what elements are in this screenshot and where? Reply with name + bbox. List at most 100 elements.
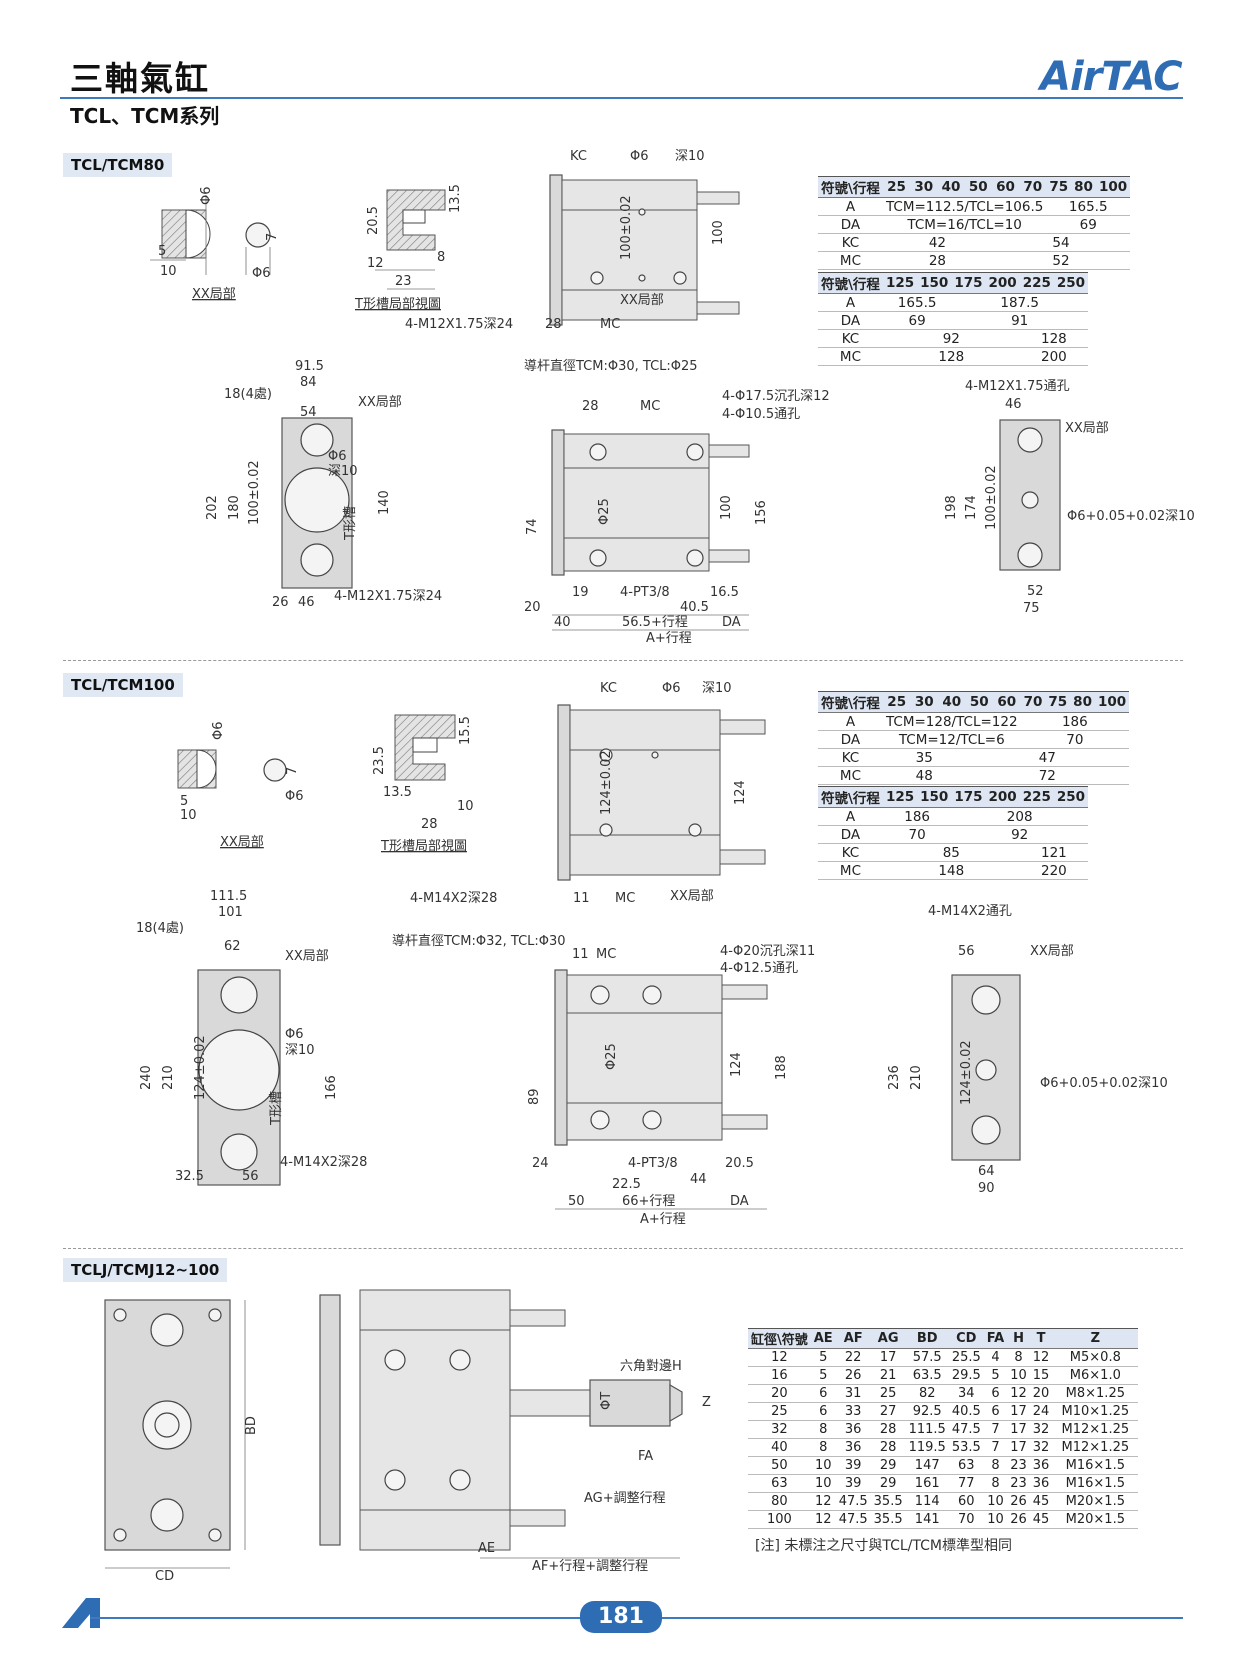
dim-20-5: 20.5: [366, 206, 381, 235]
dim-depth10-front: 深10: [328, 464, 358, 479]
dim-11: 11: [573, 891, 590, 906]
guide-label-100: 導杆直徑TCM:Φ32, TCL:Φ30: [392, 934, 566, 949]
dim-28-100: 28: [421, 817, 438, 832]
side-view-80: 導杆直徑TCM:Φ30, TCL:Φ25 4-Φ17.5沉孔深12 4-Φ10.…: [524, 359, 830, 646]
dim-depth10: 深10: [675, 149, 705, 164]
section-divider-1: [63, 660, 1183, 661]
dim-52: 52: [1027, 584, 1044, 599]
dim-5: 5: [158, 244, 166, 259]
footer-logo-icon: [62, 1598, 100, 1628]
xx-callout-100: XX局部: [670, 889, 714, 904]
dim-124-tol-end: 124±0.02: [959, 1040, 974, 1105]
guide-label: 導杆直徑TCM:Φ30, TCL:Φ25: [524, 359, 698, 374]
top-view-100: KC Φ6 深10 124 124±0.02 4-M14X2深28 11 MC …: [410, 681, 766, 906]
dim-124: 124: [733, 780, 748, 805]
section-label-tcm80: TCL/TCM80: [63, 153, 173, 177]
tslot-detail-label-80: T形槽局部視圖: [354, 297, 441, 312]
xx-detail-label-100: XX局部: [220, 835, 264, 850]
dim-90: 90: [978, 1181, 995, 1196]
series-subtitle: TCL、TCM系列: [70, 104, 220, 128]
pt-label-100: 4-PT3/8: [628, 1156, 678, 1171]
top-view-80: KC Φ6 深10 100 100±0.02 XX局部 4-M12X1.75深2…: [405, 149, 740, 332]
dim-24: 24: [532, 1156, 549, 1171]
dim-bd: BD: [244, 1416, 259, 1435]
dim-phi6-b: Φ6: [252, 266, 271, 281]
xx-callout-end: XX局部: [1065, 421, 1109, 436]
dim-kc: KC: [570, 149, 587, 164]
dim-phi6-top-100: Φ6: [662, 681, 681, 696]
dim-28-side: 28: [582, 399, 599, 414]
dim-15-5: 15.5: [458, 716, 473, 745]
dim-140: 140: [377, 490, 392, 515]
dim-phi6-100-b: Φ6: [285, 789, 304, 804]
mounting-label: 4-M12X1.75深24: [405, 317, 513, 332]
dim-40: 40: [554, 615, 571, 630]
phi6-end: Φ6+0.05+0.02深10: [1067, 509, 1195, 524]
dim-mc-side: MC: [640, 399, 660, 414]
dim-mc-100: MC: [615, 891, 635, 906]
stroke-label-100: 66+行程: [622, 1194, 675, 1209]
dim-5-100: 5: [180, 794, 188, 809]
a-stroke-80: A+行程: [646, 631, 692, 646]
dim-56-end: 56: [958, 944, 975, 959]
dim-cd: CD: [155, 1569, 174, 1584]
table-footnote: [注] 未標注之尺寸與TCL/TCM標準型相同: [755, 1538, 1012, 1554]
dim-18-100: 18(4處): [136, 921, 184, 936]
dim-af: AF+行程+調整行程: [532, 1559, 648, 1574]
tslot-detail-drawing-100: 23.5 15.5 13.5 10 28 T形槽局部視圖: [372, 714, 474, 854]
dim-11-side: 11: [572, 947, 589, 962]
dim-ae: AE: [478, 1541, 495, 1556]
dim-kc-100: KC: [600, 681, 617, 696]
tslot-detail-drawing-80: 20.5 13.5 12 23 8 T形槽局部視圖: [354, 184, 463, 312]
dim-32-5: 32.5: [175, 1169, 204, 1184]
dim-188: 188: [774, 1055, 789, 1080]
dim-91-5: 91.5: [295, 359, 324, 374]
front-view-80: 91.5 84 18(4處) 54 202 180 100±0.02 140 X…: [205, 359, 442, 610]
dim-phi-t: ΦT: [599, 1392, 614, 1410]
tslot-side-label: T形槽: [343, 506, 358, 541]
dim-8: 8: [437, 250, 445, 265]
xx-callout-front: XX局部: [358, 395, 402, 410]
dim-22-5: 22.5: [612, 1177, 641, 1192]
dim-210: 210: [161, 1065, 176, 1090]
dim-100-tol-front: 100±0.02: [247, 460, 262, 525]
tapped-label-100: 4-M14X2通孔: [928, 904, 1012, 919]
dim-mc-side-100: MC: [596, 947, 616, 962]
dim-240: 240: [139, 1065, 154, 1090]
dim-100: 100: [711, 220, 726, 245]
xx-callout: XX局部: [620, 293, 664, 308]
tslot-detail-label-100: T形槽局部視圖: [380, 839, 467, 854]
xx-detail-drawing-80: Φ6 5 10 7 Φ6 XX局部: [150, 186, 280, 302]
dim-phi6-top: Φ6: [630, 149, 649, 164]
xx-callout-front-100: XX局部: [285, 949, 329, 964]
tcmj-side-view: 六角對邊H ΦT Z FA AG+調整行程 AE AF+行程+調整行程: [319, 1289, 711, 1574]
dim-13-5-100: 13.5: [383, 785, 412, 800]
mounting-label-front: 4-M12X1.75深24: [334, 589, 442, 604]
dim-z: Z: [702, 1395, 711, 1410]
header-rule: [60, 97, 1183, 99]
hex-label: 六角對邊H: [620, 1359, 682, 1374]
dim-124-tol: 124±0.02: [599, 750, 614, 815]
dim-10-100: 10: [180, 808, 197, 823]
dim-da-80: DA: [722, 615, 741, 630]
thru-label: 4-Φ10.5通孔: [722, 407, 800, 422]
section-label-tcmj: TCLJ/TCMJ12~100: [63, 1258, 228, 1282]
cbore-label-100: 4-Φ20沉孔深11: [720, 944, 815, 959]
dim-phi25-100: Φ25: [604, 1043, 619, 1070]
dim-20: 20: [524, 600, 541, 615]
dim-10-100-t: 10: [457, 799, 474, 814]
dim-fa: FA: [638, 1449, 653, 1464]
phi6-end-100: Φ6+0.05+0.02深10: [1040, 1076, 1168, 1091]
dim-19: 19: [572, 585, 589, 600]
dim-40-5: 40.5: [680, 600, 709, 615]
dim-26: 26: [272, 595, 289, 610]
dim-23-5: 23.5: [372, 746, 387, 775]
dim-10: 10: [160, 264, 177, 279]
